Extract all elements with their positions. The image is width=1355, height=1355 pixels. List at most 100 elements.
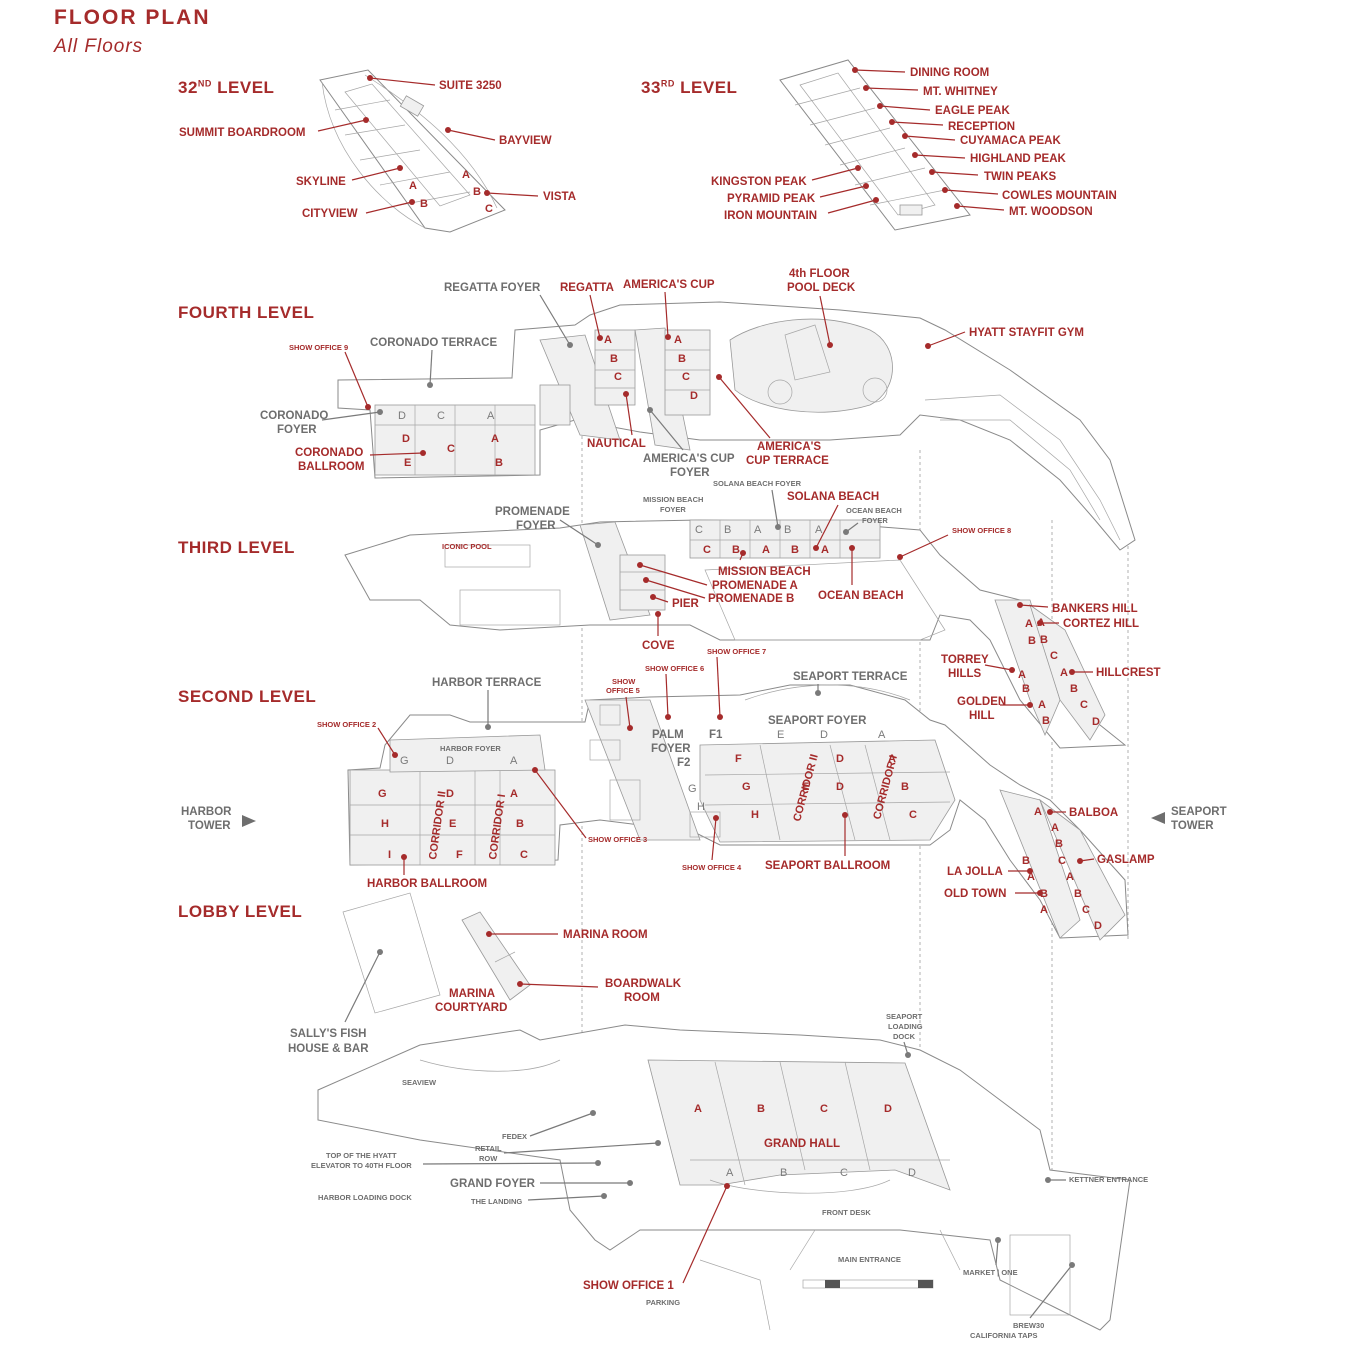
callout-seaview: SEAVIEW	[402, 1078, 437, 1087]
callout-reception: RECEPTION	[948, 121, 1015, 133]
callout-show-office-5-1: SHOW	[612, 677, 636, 686]
callout-balboa: BALBOA	[1069, 807, 1118, 819]
callout-front-desk: FRONT DESK	[822, 1208, 871, 1217]
room-label: C	[695, 524, 703, 536]
callout-top-hyatt-2: ELEVATOR TO 40TH FLOOR	[311, 1161, 412, 1170]
room-label: A	[888, 753, 896, 765]
room-label: C	[1050, 650, 1058, 662]
room-label: A	[1051, 822, 1059, 834]
callout-boardwalk-room-1: BOARDWALK	[605, 978, 682, 990]
callout-skyline: SKYLINE	[296, 176, 346, 188]
room-label: C	[820, 1103, 828, 1115]
callout-marina-courtyard-2: COURTYARD	[435, 1002, 507, 1014]
fourth-level-heading: FOURTH LEVEL	[178, 303, 315, 322]
callout-ocean-beach-foyer-2: FOYER	[862, 516, 888, 525]
callout-the-landing: THE LANDING	[471, 1197, 522, 1206]
callout-coronado-foyer-2: FOYER	[277, 424, 317, 436]
room-label: D	[908, 1167, 916, 1179]
room-label: B	[1055, 838, 1063, 850]
room-label: C	[447, 443, 455, 455]
second-level-plan	[347, 684, 1129, 941]
room-label: B	[678, 353, 686, 365]
callout-mt-whitney: MT. WHITNEY	[923, 86, 998, 98]
callout-grand-hall: GRAND HALL	[764, 1138, 840, 1150]
room-label: C	[520, 849, 528, 861]
callout-show-office-7: SHOW OFFICE 7	[707, 647, 766, 656]
callout-regatta-foyer: REGATTA FOYER	[444, 282, 541, 294]
callout-mission-beach-foyer-1: MISSION BEACH	[643, 495, 703, 504]
callout-harbor-foyer: HARBOR FOYER	[440, 744, 501, 753]
room-label: B	[516, 818, 524, 830]
page-subtitle: All Floors	[54, 36, 144, 57]
callout-boardwalk-room-2: ROOM	[624, 992, 660, 1004]
callout-iconic-pool: ICONIC POOL	[442, 542, 492, 551]
callout-show-office-5-2: OFFICE 5	[606, 686, 640, 695]
room-label: B	[784, 524, 791, 536]
callout-mission-beach: MISSION BEACH	[718, 566, 811, 578]
room-label: G	[378, 788, 387, 800]
room-label: C	[614, 371, 622, 383]
callout-seaport-dock-1: SEAPORT	[886, 1012, 923, 1021]
lobby-level-heading: LOBBY LEVEL	[178, 902, 303, 921]
room-label: A	[754, 524, 762, 536]
room-label: C	[1058, 855, 1066, 867]
room-label: A	[510, 755, 518, 767]
callout-torrey-hills-2: HILLS	[948, 668, 982, 680]
callout-show-office-8: SHOW OFFICE 8	[952, 526, 1011, 535]
callout-market-one: MARKET | ONE	[963, 1268, 1018, 1277]
callout-bankers-hill: BANKERS HILL	[1052, 603, 1138, 615]
callout-harbor-ballroom: HARBOR BALLROOM	[367, 878, 487, 890]
callout-cove: COVE	[642, 640, 675, 652]
room-label: H	[697, 801, 705, 813]
callout-grand-foyer: GRAND FOYER	[450, 1178, 536, 1190]
third-level-heading: THIRD LEVEL	[178, 538, 295, 557]
room-label: D	[402, 433, 410, 445]
room-label: B	[757, 1103, 765, 1115]
callout-kettner-entrance: KETTNER ENTRANCE	[1069, 1175, 1148, 1184]
room-label: A	[762, 544, 770, 556]
callout-cityview: CITYVIEW	[302, 208, 358, 220]
callout-pyramid-peak: PYRAMID PEAK	[727, 193, 816, 205]
callout-americas-cup-terrace-2: CUP TERRACE	[746, 455, 829, 467]
callout-vista: VISTA	[543, 191, 576, 203]
callout-retail-row-1: RETAIL	[475, 1144, 502, 1153]
room-label: B	[1042, 715, 1050, 727]
room-label: B	[724, 524, 731, 536]
callout-torrey-hills-1: TORREY	[941, 654, 989, 666]
room-label: A	[694, 1103, 702, 1115]
room-label: A	[1027, 871, 1035, 883]
callout-marina-courtyard-1: MARINA	[449, 988, 495, 1000]
second-level-callouts: HARBOR TERRACE SHOW OFFICE 5 SHOW OFFICE…	[181, 647, 1227, 900]
callout-f1: F1	[709, 729, 723, 741]
callout-promenade-b: PROMENADE B	[708, 593, 794, 605]
room-label: G	[742, 781, 751, 793]
fourth-level-callouts: REGATTA FOYER REGATTA AMERICA'S CUP 4th …	[260, 268, 1084, 479]
room-label: D	[398, 410, 406, 422]
room-label: A	[487, 410, 495, 422]
arrow-left-icon	[1151, 812, 1165, 824]
callout-solana-beach-foyer: SOLANA BEACH FOYER	[713, 479, 802, 488]
fourth-level-rooms: D C A D C A E B A B C A B C D	[398, 334, 698, 469]
third-level-rooms: C B A B A C B A B A A B A B A B A B C A …	[695, 524, 1100, 728]
room-label: A	[604, 334, 612, 346]
callout-seaport-dock-2: LOADING	[888, 1022, 923, 1031]
room-label: C	[909, 809, 917, 821]
room-label: G	[400, 755, 409, 767]
callout-show-office-9: SHOW OFFICE 9	[289, 343, 348, 352]
callout-seaport-terrace: SEAPORT TERRACE	[793, 671, 908, 683]
callout-golden-hill-2: HILL	[969, 710, 995, 722]
lobby-level-callouts: MARINA ROOM BOARDWALK ROOM MARINA COURTY…	[288, 929, 1148, 1340]
room-label: A	[1034, 806, 1042, 818]
room-label: A	[462, 169, 470, 181]
callout-ocean-beach-foyer-1: OCEAN BEACH	[846, 506, 902, 515]
room-label: A	[1060, 667, 1068, 679]
callout-sallys-2: HOUSE & BAR	[288, 1043, 369, 1055]
room-label: B	[1040, 634, 1048, 646]
callout-regatta: REGATTA	[560, 282, 614, 294]
callout-americas-cup-foyer-2: FOYER	[670, 467, 710, 479]
callout-retail-row-2: ROW	[479, 1154, 498, 1163]
room-label: G	[688, 783, 697, 795]
room-label: A	[878, 729, 886, 741]
room-label: D	[1092, 716, 1100, 728]
room-label: C	[840, 1167, 848, 1179]
